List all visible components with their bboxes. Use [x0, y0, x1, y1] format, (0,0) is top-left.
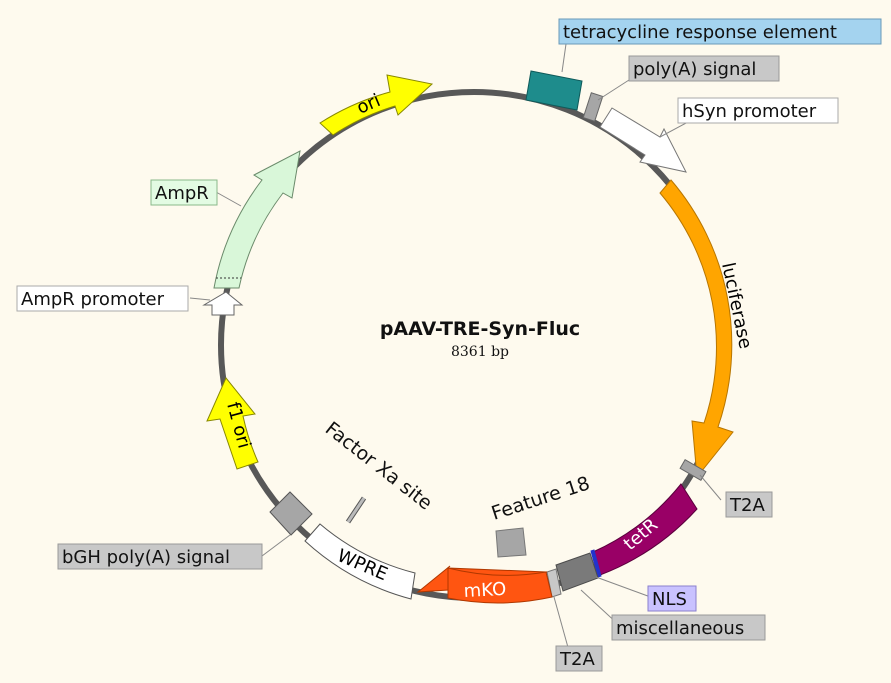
ampr-box-label: AmpR: [155, 183, 209, 204]
t2a-top-feature[interactable]: [679, 458, 707, 482]
nls-box-label: NLS: [652, 589, 687, 610]
hsyn-box-label: hSyn promoter: [682, 101, 817, 122]
plasmid-length: 8361 bp: [451, 344, 509, 360]
ampr-promoter-feature[interactable]: [202, 291, 244, 316]
tre-feature[interactable]: [525, 70, 583, 111]
hsyn-promoter-feature[interactable]: [599, 107, 687, 173]
t2a-top-box[interactable]: T2A: [725, 491, 773, 518]
bgh-box[interactable]: bGH poly(A) signal: [57, 543, 263, 570]
mko-label: mKO: [463, 579, 507, 602]
leader-lines: [189, 43, 722, 652]
wpre-feature[interactable]: [304, 523, 416, 600]
misc-box[interactable]: miscellaneous: [611, 614, 766, 641]
factor-xa-feature-inner: [346, 497, 366, 523]
features-layer: [202, 70, 734, 604]
t2a-top-box-label: T2A: [729, 495, 765, 516]
tre-box-label: tetracycline response element: [563, 22, 837, 43]
tre-box[interactable]: tetracycline response element: [558, 18, 882, 45]
luciferase-feature[interactable]: [659, 179, 734, 479]
bgh-box-label: bGH poly(A) signal: [62, 547, 230, 568]
mko-feature-body: [447, 567, 553, 604]
bgh-polya-feature[interactable]: [269, 491, 313, 536]
hsyn-box[interactable]: hSyn promoter: [677, 97, 839, 124]
ampr-box[interactable]: AmpR: [150, 179, 218, 206]
ampr-promoter-box[interactable]: AmpR promoter: [16, 285, 189, 312]
ori-feature[interactable]: [319, 74, 434, 136]
polya-box[interactable]: poly(A) signal: [628, 55, 780, 82]
ampr-feature[interactable]: [213, 150, 301, 289]
plasmid-name: pAAV-TRE-Syn-Fluc: [380, 318, 580, 340]
polya-feature[interactable]: [582, 92, 604, 122]
nls-feature[interactable]: [590, 549, 602, 578]
nls-box[interactable]: NLS: [647, 585, 697, 612]
f1-ori-feature[interactable]: [206, 377, 259, 470]
misc-box-label: miscellaneous: [616, 618, 744, 639]
polya-box-label: poly(A) signal: [633, 59, 756, 80]
feature-18-feature[interactable]: [495, 527, 527, 558]
t2a-bottom-box[interactable]: T2A: [555, 645, 603, 672]
ampr-promoter-box-label: AmpR promoter: [21, 289, 165, 310]
t2a-bottom-box-label: T2A: [559, 649, 595, 670]
